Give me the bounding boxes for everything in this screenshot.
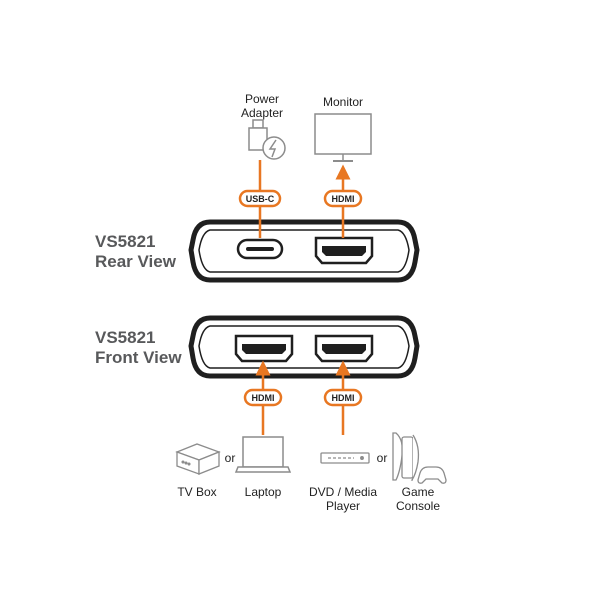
rear-model-title: VS5821	[95, 232, 156, 251]
rear-hdmi-badge: HDMI	[323, 189, 363, 208]
tv-box-icon	[175, 443, 221, 475]
front-hdmi-badge-right: HDMI	[323, 388, 363, 407]
monitor-icon	[314, 113, 372, 162]
or-left-text: or	[225, 451, 236, 465]
svg-text:HDMI: HDMI	[252, 393, 275, 403]
front-hdmi-port-right-icon	[314, 334, 374, 363]
game-console-label-2: Console	[396, 499, 440, 513]
front-view-title: Front View	[95, 348, 182, 367]
laptop-label: Laptop	[245, 485, 282, 499]
dvd-player-label-2: Player	[326, 499, 360, 513]
rear-view-title: Rear View	[95, 252, 177, 271]
svg-text:HDMI: HDMI	[332, 194, 355, 204]
tv-box-label: TV Box	[177, 485, 216, 499]
front-hdmi-port-left-icon	[234, 334, 294, 363]
svg-text:USB-C: USB-C	[246, 194, 275, 204]
game-console-label: Game	[402, 485, 435, 499]
front-model-title: VS5821	[95, 328, 156, 347]
rear-device-body	[188, 219, 420, 283]
or-right-text: or	[377, 451, 388, 465]
power-adapter-icon	[248, 119, 286, 160]
usb-c-port-icon	[236, 238, 284, 260]
gamepad-icon	[417, 466, 447, 484]
power-adapter-label-2: Adapter	[241, 106, 283, 120]
svg-text:HDMI: HDMI	[332, 393, 355, 403]
usb-c-badge: USB-C	[238, 189, 282, 208]
game-console-icon	[392, 432, 420, 481]
dvd-player-icon	[320, 452, 370, 464]
power-adapter-label: Power	[245, 92, 279, 106]
laptop-icon	[234, 436, 292, 473]
front-hdmi-badge-left: HDMI	[243, 388, 283, 407]
monitor-label: Monitor	[323, 95, 363, 109]
dvd-player-label: DVD / Media	[309, 485, 377, 499]
front-device-body	[188, 315, 420, 379]
hdmi-port-icon	[314, 236, 374, 265]
